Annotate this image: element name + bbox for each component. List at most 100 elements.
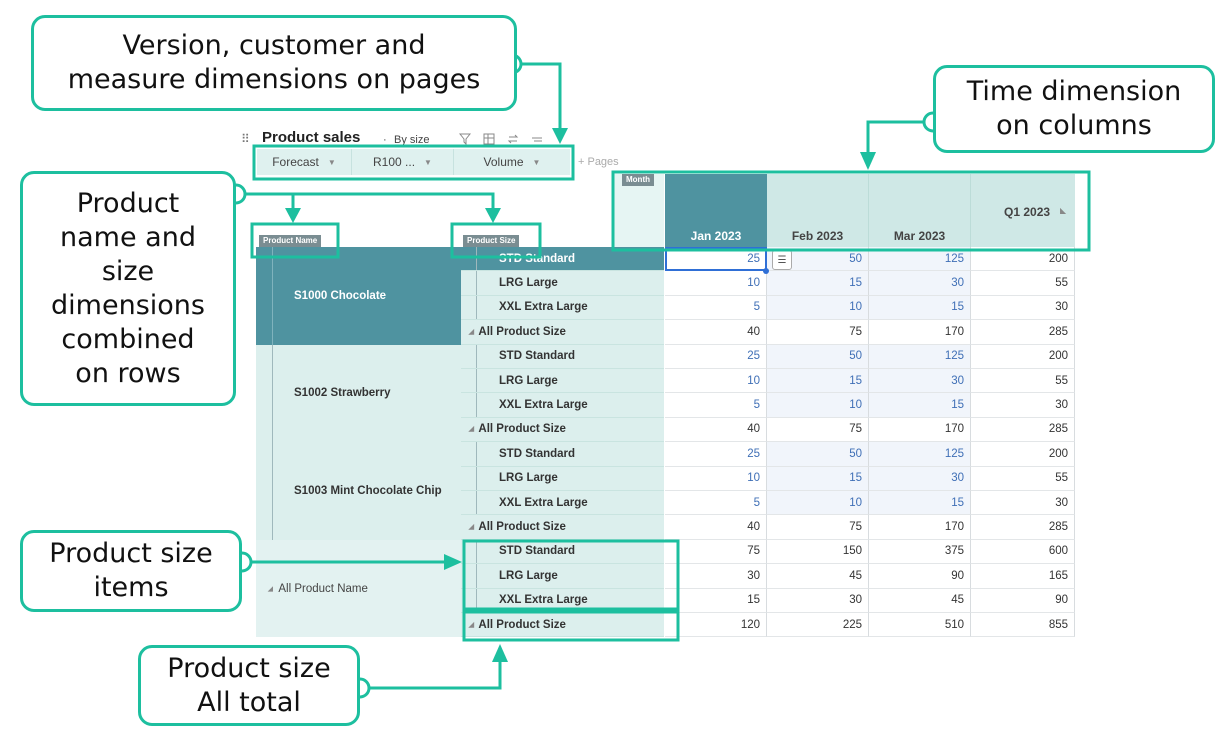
- collapse-triangle-icon[interactable]: ◥: [467, 524, 475, 530]
- value-cell[interactable]: 55: [971, 271, 1075, 296]
- size-item-cell[interactable]: STD Standard: [461, 539, 664, 565]
- value-cell[interactable]: 15: [767, 271, 869, 296]
- size-item-cell[interactable]: STD Standard: [461, 247, 664, 272]
- column-header-feb[interactable]: Feb 2023: [767, 174, 869, 247]
- value-cell[interactable]: 15: [869, 491, 971, 516]
- value-cell[interactable]: 855: [971, 613, 1075, 638]
- value-cell[interactable]: 200: [971, 442, 1075, 467]
- value-cell[interactable]: 25: [665, 442, 767, 467]
- value-cell[interactable]: 15: [869, 393, 971, 418]
- value-cell[interactable]: 170: [869, 515, 971, 540]
- size-item-cell[interactable]: STD Standard: [461, 344, 664, 369]
- selection-handle[interactable]: [763, 268, 769, 274]
- value-cell[interactable]: 15: [767, 369, 869, 394]
- value-cell[interactable]: 285: [971, 320, 1075, 345]
- value-cell[interactable]: 75: [665, 539, 767, 565]
- size-item-cell[interactable]: LRG Large: [461, 271, 664, 296]
- value-cell[interactable]: 30: [869, 466, 971, 491]
- value-cell[interactable]: 45: [767, 564, 869, 589]
- table-settings-icon[interactable]: [483, 133, 495, 145]
- value-cell[interactable]: 90: [971, 588, 1075, 613]
- value-cell[interactable]: 40: [665, 320, 767, 345]
- value-cell[interactable]: 90: [869, 564, 971, 589]
- value-cell[interactable]: 170: [869, 417, 971, 443]
- value-cell[interactable]: 15: [869, 295, 971, 321]
- value-cell[interactable]: 50: [767, 344, 869, 369]
- drag-handle-icon[interactable]: ⠿: [241, 132, 250, 146]
- value-cell[interactable]: 30: [971, 295, 1075, 321]
- value-cell[interactable]: 10: [665, 271, 767, 296]
- size-item-cell[interactable]: LRG Large: [461, 564, 664, 589]
- product-name-cell[interactable]: ◥All Product Name: [256, 539, 461, 638]
- value-cell[interactable]: 165: [971, 564, 1075, 589]
- collapse-triangle-icon[interactable]: ◥: [266, 585, 274, 592]
- value-cell[interactable]: 150: [767, 539, 869, 565]
- column-header-mar[interactable]: Mar 2023: [869, 174, 971, 247]
- value-cell[interactable]: 75: [767, 320, 869, 345]
- size-item-cell[interactable]: LRG Large: [461, 466, 664, 491]
- size-item-cell[interactable]: XXL Extra Large: [461, 588, 664, 613]
- value-cell[interactable]: 40: [665, 515, 767, 540]
- size-total-cell[interactable]: ◥All Product Size: [461, 613, 664, 638]
- value-cell[interactable]: 30: [869, 369, 971, 394]
- value-cell[interactable]: 30: [869, 271, 971, 296]
- value-cell[interactable]: 10: [665, 369, 767, 394]
- product-name-cell[interactable]: S1002 Strawberry: [256, 344, 461, 443]
- size-item-cell[interactable]: XXL Extra Large: [461, 393, 664, 418]
- value-cell[interactable]: 10: [767, 491, 869, 516]
- row-dimension-tag-name[interactable]: Product Name: [259, 235, 322, 247]
- value-cell[interactable]: 10: [767, 295, 869, 321]
- value-cell[interactable]: 225: [767, 613, 869, 638]
- value-cell[interactable]: 5: [665, 393, 767, 418]
- size-item-cell[interactable]: LRG Large: [461, 369, 664, 394]
- value-cell[interactable]: 15: [767, 466, 869, 491]
- value-cell[interactable]: 125: [869, 344, 971, 369]
- value-cell[interactable]: 15: [665, 588, 767, 613]
- value-cell[interactable]: 375: [869, 539, 971, 565]
- collapse-triangle-icon[interactable]: ◥: [467, 621, 475, 628]
- value-cell[interactable]: 55: [971, 369, 1075, 394]
- value-cell[interactable]: 170: [869, 320, 971, 345]
- value-cell[interactable]: 10: [665, 466, 767, 491]
- value-cell[interactable]: 200: [971, 247, 1075, 272]
- product-name-cell[interactable]: S1000 Chocolate: [256, 247, 461, 345]
- value-cell[interactable]: 45: [869, 588, 971, 613]
- size-item-cell[interactable]: STD Standard: [461, 442, 664, 467]
- value-cell[interactable]: 5: [665, 295, 767, 321]
- add-pages-button[interactable]: + Pages: [578, 156, 619, 168]
- collapse-triangle-icon[interactable]: ◥: [467, 426, 475, 433]
- value-cell[interactable]: 285: [971, 417, 1075, 443]
- page-filter-measure[interactable]: Volume▼: [454, 149, 570, 175]
- collapse-triangle-icon[interactable]: ◥: [467, 329, 475, 335]
- filter-icon[interactable]: [459, 133, 471, 145]
- value-cell[interactable]: 125: [869, 442, 971, 467]
- value-cell[interactable]: 75: [767, 417, 869, 443]
- value-cell[interactable]: 75: [767, 515, 869, 540]
- size-item-cell[interactable]: XXL Extra Large: [461, 295, 664, 321]
- column-dimension-tag[interactable]: Month: [622, 174, 654, 186]
- value-cell[interactable]: 25: [665, 247, 767, 272]
- row-dimension-tag-size[interactable]: Product Size: [463, 235, 520, 247]
- value-cell[interactable]: 510: [869, 613, 971, 638]
- value-cell[interactable]: 285: [971, 515, 1075, 540]
- value-cell[interactable]: 25: [665, 344, 767, 369]
- value-cell[interactable]: 30: [767, 588, 869, 613]
- value-cell[interactable]: 200: [971, 344, 1075, 369]
- product-name-cell[interactable]: S1003 Mint Chocolate Chip: [256, 442, 461, 540]
- value-cell[interactable]: 600: [971, 539, 1075, 565]
- column-header-jan[interactable]: Jan 2023: [665, 174, 767, 247]
- size-total-cell[interactable]: ◥All Product Size: [461, 417, 664, 443]
- size-item-cell[interactable]: XXL Extra Large: [461, 491, 664, 516]
- value-cell[interactable]: 40: [665, 417, 767, 443]
- page-filter-customer[interactable]: R100 ...▼: [352, 149, 454, 175]
- value-cell[interactable]: 10: [767, 393, 869, 418]
- value-cell[interactable]: 50: [767, 442, 869, 467]
- value-cell[interactable]: 120: [665, 613, 767, 638]
- size-total-cell[interactable]: ◥All Product Size: [461, 320, 664, 345]
- size-total-cell[interactable]: ◥All Product Size: [461, 515, 664, 540]
- value-cell[interactable]: 30: [971, 393, 1075, 418]
- page-filter-version[interactable]: Forecast▼: [257, 149, 352, 175]
- value-cell[interactable]: 30: [665, 564, 767, 589]
- value-cell[interactable]: 5: [665, 491, 767, 516]
- value-cell[interactable]: 30: [971, 491, 1075, 516]
